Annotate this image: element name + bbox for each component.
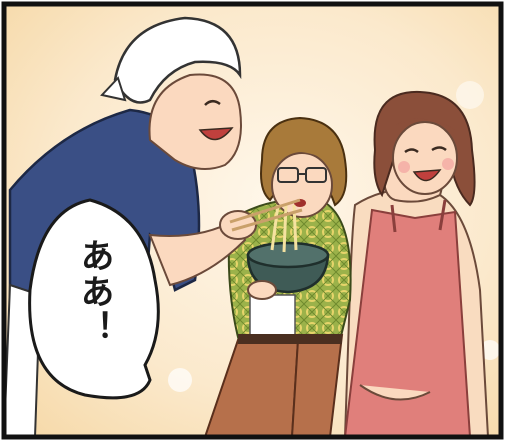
chopsticks-icon bbox=[229, 198, 303, 232]
woman-figure bbox=[343, 90, 490, 438]
woman-hair bbox=[373, 90, 476, 207]
speech-bubble-icon bbox=[28, 198, 160, 400]
apron bbox=[343, 208, 472, 438]
dialogue-text: ああ！ bbox=[74, 238, 114, 346]
chef-arm bbox=[148, 218, 247, 287]
glasses-man-figure bbox=[203, 116, 352, 438]
headscarf bbox=[113, 16, 242, 104]
